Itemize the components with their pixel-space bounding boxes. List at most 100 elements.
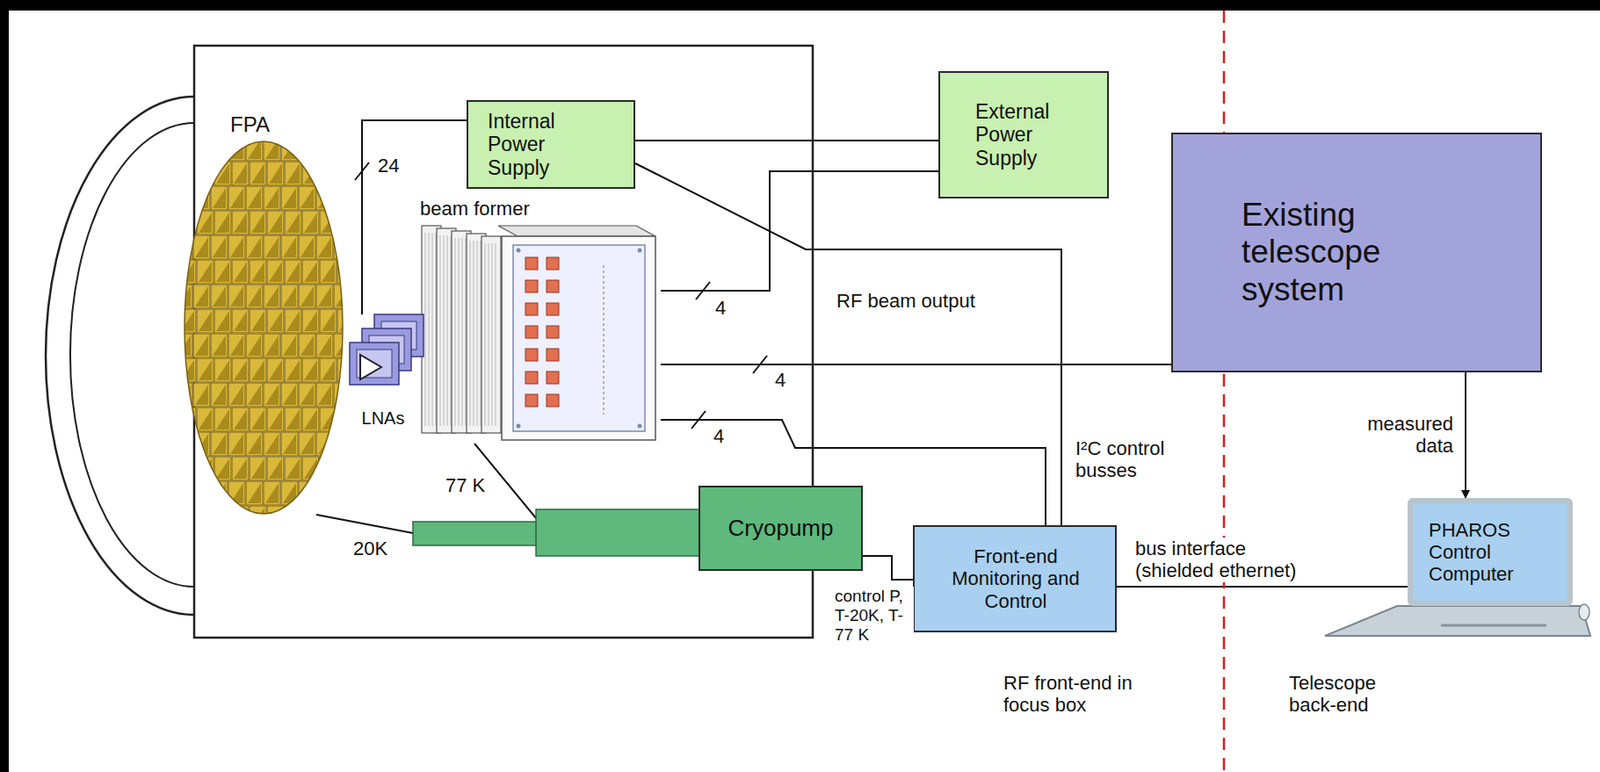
- feed-dome-inner: [70, 123, 195, 587]
- feed-facet: [212, 237, 226, 258]
- board-trace: [435, 232, 437, 427]
- feed-facet: [282, 434, 297, 455]
- feed-tile: [193, 333, 210, 358]
- feed-facet: [216, 360, 230, 381]
- board-trace: [443, 235, 445, 427]
- feed-tile: [302, 260, 319, 284]
- feed-facet: [198, 261, 212, 283]
- node-text: External Power Supply: [975, 100, 1081, 170]
- system-box: Existing telescope system: [1171, 132, 1543, 373]
- feed-tile: [284, 358, 302, 383]
- feed-tile: [196, 506, 214, 530]
- feed-tile: [298, 432, 316, 457]
- feed-facet: [300, 335, 314, 356]
- feed-tile: [298, 235, 316, 260]
- feed-facet: [251, 261, 265, 283]
- feed-tile: [231, 407, 249, 432]
- feed-tile: [267, 407, 284, 432]
- feed-facet: [195, 335, 209, 356]
- feed-tile: [210, 383, 228, 407]
- beam-former-board: [481, 236, 501, 434]
- feed-facet: [251, 458, 265, 479]
- feed-tile: [267, 161, 284, 186]
- feed-tile: [210, 235, 228, 260]
- feed-facet: [265, 237, 279, 258]
- connector: [635, 163, 1062, 526]
- chip: [546, 280, 559, 293]
- feed-tile: [228, 333, 246, 358]
- laptop-screen: PHAROS Control Computer: [1407, 498, 1573, 607]
- feed-tile: [193, 137, 210, 161]
- feed-tile: [214, 260, 232, 284]
- feed-tile: [179, 456, 196, 481]
- feed-facet: [300, 286, 314, 307]
- feed-array-art: [180, 140, 348, 515]
- feed-tile: [263, 481, 281, 506]
- feed-facet: [286, 360, 300, 381]
- feed-tile: [263, 333, 281, 358]
- feed-tile: [319, 309, 337, 334]
- board-trace: [485, 243, 486, 427]
- feed-facet: [321, 212, 335, 233]
- feed-facet: [180, 458, 195, 479]
- feed-facet: [233, 163, 247, 184]
- feed-facet: [195, 384, 209, 406]
- feed-tile: [263, 235, 281, 260]
- feed-facet: [321, 311, 335, 332]
- feed-tile: [210, 137, 228, 161]
- feed-facet: [230, 384, 244, 406]
- feed-tile: [249, 407, 267, 432]
- feed-tile: [193, 235, 210, 260]
- feed-tile: [319, 456, 337, 481]
- feed-tile: [302, 407, 319, 432]
- feed-facet: [304, 409, 318, 430]
- feed-facet: [282, 335, 297, 356]
- feed-tile: [246, 333, 263, 358]
- feed-tile: [281, 481, 298, 506]
- feed-facet: [339, 458, 353, 479]
- feed-facet: [265, 286, 279, 307]
- feed-tile: [337, 456, 355, 481]
- feed-facet: [318, 384, 332, 406]
- feed-facet: [300, 384, 314, 406]
- chip: [546, 325, 559, 339]
- feed-facet: [180, 507, 195, 529]
- node-text: PHAROS Control Computer: [1428, 519, 1543, 587]
- board-trace: [480, 240, 482, 427]
- feed-facet: [212, 188, 226, 209]
- board-trace: [488, 243, 490, 427]
- feed-tile: [246, 432, 263, 457]
- feed-facet: [286, 212, 300, 233]
- feed-tile: [298, 284, 316, 309]
- feed-facet: [318, 138, 332, 160]
- feed-tile: [284, 506, 302, 530]
- feed-facet: [180, 163, 195, 184]
- screw: [637, 248, 643, 254]
- laptop-base: [1324, 606, 1591, 637]
- feed-tile: [249, 358, 267, 383]
- feed-tile: [281, 235, 298, 260]
- feed-tile: [281, 186, 298, 210]
- feed-facet: [177, 483, 191, 504]
- feed-facet: [212, 286, 226, 307]
- feed-facet: [230, 335, 244, 356]
- annotation-label: 4: [773, 369, 788, 391]
- feed-facet: [300, 237, 314, 258]
- power-box: External Power Supply: [938, 71, 1109, 199]
- feed-tile: [316, 383, 334, 407]
- chip: [546, 371, 559, 384]
- board-trace: [425, 232, 427, 427]
- feed-tile: [231, 358, 249, 383]
- feed-facet: [335, 483, 349, 504]
- node-text: Front-end Monitoring and Control: [945, 545, 1086, 613]
- boundary-line: [1223, 10, 1226, 772]
- feed-tile: [214, 210, 232, 235]
- feed-tile: [231, 456, 249, 481]
- feed-tile: [196, 309, 214, 334]
- feed-facet: [247, 188, 261, 209]
- cryopump-box: Cryopump: [698, 485, 863, 572]
- chip: [525, 348, 538, 362]
- feed-tile: [231, 210, 249, 235]
- feed-tile: [284, 161, 302, 186]
- feed-tile: [193, 284, 210, 309]
